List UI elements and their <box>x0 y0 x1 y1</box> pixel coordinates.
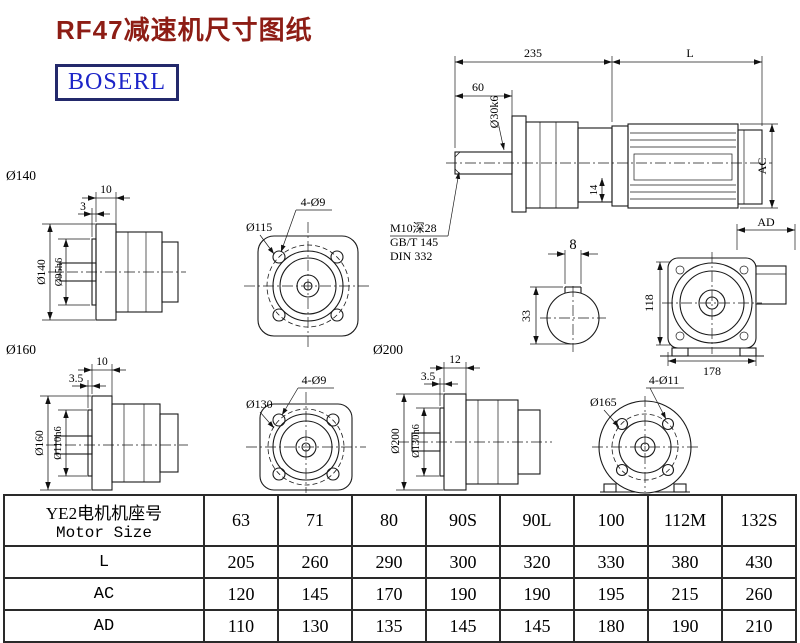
holes-label-4d9: 4-Ø9 <box>301 195 326 209</box>
size-63: 63 <box>203 494 279 547</box>
flange-165-view: 4-Ø11 Ø165 <box>590 373 698 494</box>
dim-label-dia110h6: Ø110h6 <box>53 426 64 459</box>
cell-AC-100: 195 <box>573 577 649 611</box>
table-row-AD: AD 110 130 135 145 145 180 190 210 <box>3 609 797 643</box>
dim-label-8: 8 <box>569 237 576 253</box>
holes-label-4d11: 4-Ø11 <box>649 373 679 387</box>
gearbox-200-view: Ø200 12 3.5 Ø200 <box>373 342 552 491</box>
gearbox-housing <box>525 121 579 209</box>
thread-note-line2: GB/T 145 <box>390 235 438 249</box>
motor-body <box>627 123 739 209</box>
motor-size-header: YE2电机机座号 Motor Size <box>3 494 205 547</box>
terminal-box <box>755 265 787 305</box>
size-90S: 90S <box>425 494 501 547</box>
cell-L-90S: 300 <box>425 545 501 579</box>
size-71: 71 <box>277 494 353 547</box>
cell-L-112M: 380 <box>647 545 723 579</box>
flange-160 <box>91 395 113 491</box>
view-title-160: Ø160 <box>6 342 36 357</box>
cell-AC-90L: 190 <box>499 577 575 611</box>
size-80: 80 <box>351 494 427 547</box>
cell-AD-80: 135 <box>351 609 427 643</box>
dim-label-235: 235 <box>524 46 542 60</box>
size-112M: 112M <box>647 494 723 547</box>
dim-label-10: 10 <box>100 184 112 196</box>
dia-label-115: Ø115 <box>246 220 272 234</box>
size-132S: 132S <box>721 494 797 547</box>
boserl-logo: BOSERL <box>55 64 179 101</box>
cell-AC-132S: 260 <box>721 577 797 611</box>
view-title-140: Ø140 <box>6 168 36 183</box>
technical-drawing: 235 L 60 Ø30k6 AC 14 M10深28 GB/T 145 DIN… <box>6 46 796 494</box>
dim-label-3-5: 3.5 <box>69 373 84 385</box>
cell-L-71: 260 <box>277 545 353 579</box>
gearbox-160-view: Ø160 10 3.5 Ø160 <box>6 342 188 491</box>
table-header-row: YE2电机机座号 Motor Size 63 71 80 90S 90L 100… <box>3 494 797 547</box>
dim-label-33: 33 <box>519 310 533 322</box>
dia-label-165: Ø165 <box>590 395 617 409</box>
dim-label-AC: AC <box>755 158 769 175</box>
page-title: RF47减速机尺寸图纸 <box>56 15 313 45</box>
cell-L-100: 330 <box>573 545 649 579</box>
shaft-dia-label: Ø30k6 <box>487 96 501 129</box>
cell-L-80: 290 <box>351 545 427 579</box>
gearbox-140-view: Ø140 10 3 Ø140 <box>6 168 186 321</box>
dim-label-dia160: Ø160 <box>34 430 46 456</box>
cell-AC-71: 145 <box>277 577 353 611</box>
dim-label-dia200: Ø200 <box>390 428 402 454</box>
dim-label-dia95h6: Ø95h6 <box>54 258 65 287</box>
cell-L-63: 205 <box>203 545 279 579</box>
dim-label-L: L <box>686 46 693 60</box>
dim-label-AD: AD <box>757 215 775 229</box>
boserl-logo-text: BOSERL <box>67 69 166 95</box>
dim-label-10b: 10 <box>96 356 108 368</box>
dim-label-12: 12 <box>449 354 461 366</box>
gearbox-flange <box>511 115 527 213</box>
cell-AD-100: 180 <box>573 609 649 643</box>
flange-115-view: 4-Ø9 Ø115 <box>244 195 372 350</box>
view-title-200: Ø200 <box>373 342 403 357</box>
dim-label-178: 178 <box>703 364 721 378</box>
dim-label-118: 118 <box>642 294 656 312</box>
cell-AD-132S: 210 <box>721 609 797 643</box>
cell-L-90L: 320 <box>499 545 575 579</box>
cell-AD-112M: 190 <box>647 609 723 643</box>
motor-size-table: YE2电机机座号 Motor Size 63 71 80 90S 90L 100… <box>3 494 797 643</box>
cell-AC-63: 120 <box>203 577 279 611</box>
cell-AD-71: 130 <box>277 609 353 643</box>
cell-AC-112M: 215 <box>647 577 723 611</box>
cell-AD-90L: 145 <box>499 609 575 643</box>
main-assembly-view: 235 L 60 Ø30k6 AC 14 M10深28 GB/T 145 DIN… <box>390 46 778 263</box>
row-label-AD: AD <box>3 609 205 643</box>
header-cn: YE2电机机座号 <box>45 504 163 523</box>
row-label-L: L <box>3 545 205 579</box>
thread-note-line3: DIN 332 <box>390 249 432 263</box>
cell-AD-63: 110 <box>203 609 279 643</box>
dim-label-60: 60 <box>472 80 484 94</box>
dim-label-14: 14 <box>589 184 600 195</box>
size-90L: 90L <box>499 494 575 547</box>
thread-note-line1: M10深28 <box>390 221 437 235</box>
motor-bell <box>611 125 629 207</box>
size-100: 100 <box>573 494 649 547</box>
dia-label-130: Ø130 <box>246 397 273 411</box>
cell-L-132S: 430 <box>721 545 797 579</box>
table-row-L: L 205 260 290 300 320 330 380 430 <box>3 545 797 579</box>
motor-rear-view: AD 118 178 <box>642 215 796 378</box>
holes-label-4d9b: 4-Ø9 <box>302 373 327 387</box>
dim-label-dia140: Ø140 <box>36 259 48 285</box>
table-row-AC: AC 120 145 170 190 190 195 215 260 <box>3 577 797 611</box>
cell-AC-90S: 190 <box>425 577 501 611</box>
dim-label-3: 3 <box>80 201 86 213</box>
cell-AD-90S: 145 <box>425 609 501 643</box>
fan-cover <box>737 129 763 205</box>
flange-130-view: 4-Ø9 Ø130 <box>246 373 366 493</box>
row-label-AC: AC <box>3 577 205 611</box>
header-en: Motor Size <box>55 524 152 542</box>
dim-label-3-5b: 3.5 <box>421 371 436 383</box>
shaft-key-section: 8 33 <box>519 237 606 352</box>
cell-AC-80: 170 <box>351 577 427 611</box>
dim-label-dia130h6: Ø130h6 <box>411 424 422 458</box>
